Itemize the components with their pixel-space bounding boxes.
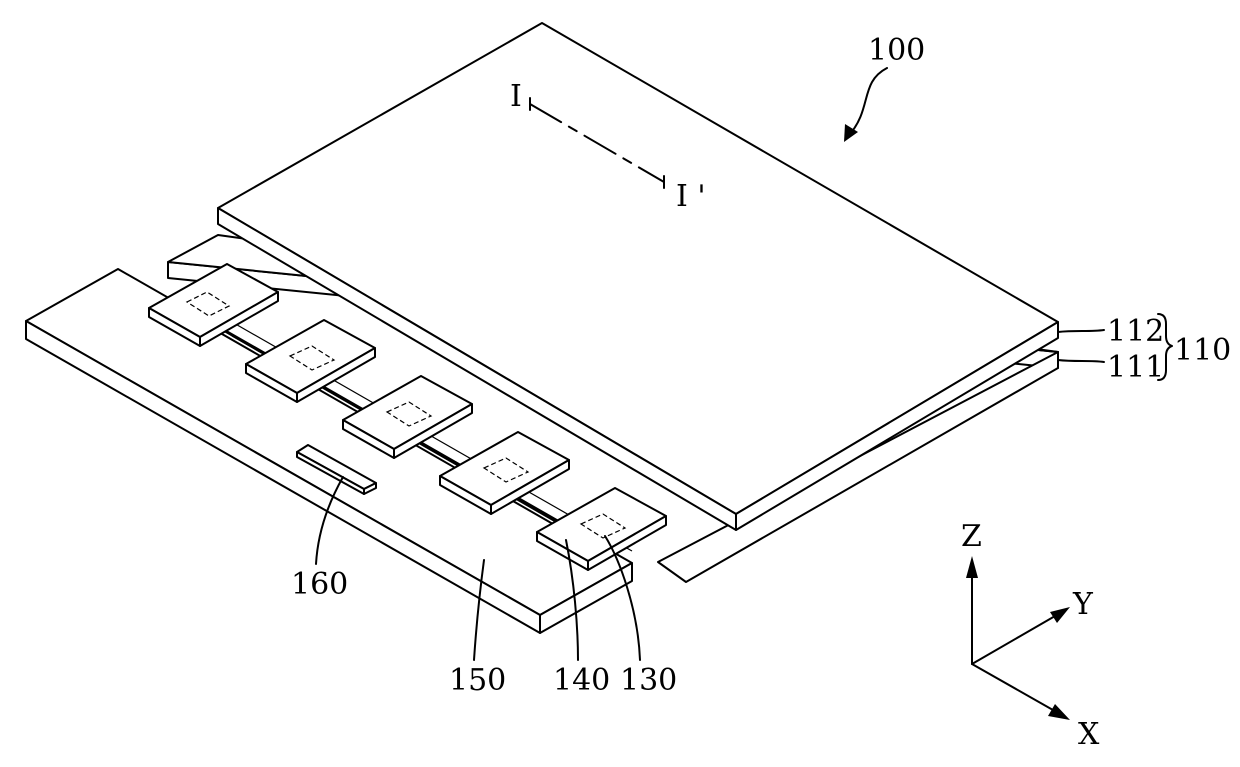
ref-label-130: 130	[620, 663, 677, 698]
section-end-label: I '	[676, 179, 706, 214]
ref-label-110: 110	[1174, 333, 1231, 368]
ref-100-arrow	[844, 68, 887, 142]
ref-label-160: 160	[291, 567, 348, 602]
ref-label-112: 112	[1107, 314, 1164, 349]
ref-label-100: 100	[868, 33, 925, 68]
axis-label-z: Z	[961, 519, 982, 554]
ref-label-111: 111	[1107, 350, 1164, 385]
axis-label-x: X	[1078, 717, 1100, 752]
coordinate-axes	[966, 556, 1070, 720]
ref-label-150: 150	[449, 663, 506, 698]
axis-label-y: Y	[1072, 587, 1094, 622]
section-start-label: I	[510, 79, 522, 114]
ref-label-140: 140	[553, 663, 610, 698]
